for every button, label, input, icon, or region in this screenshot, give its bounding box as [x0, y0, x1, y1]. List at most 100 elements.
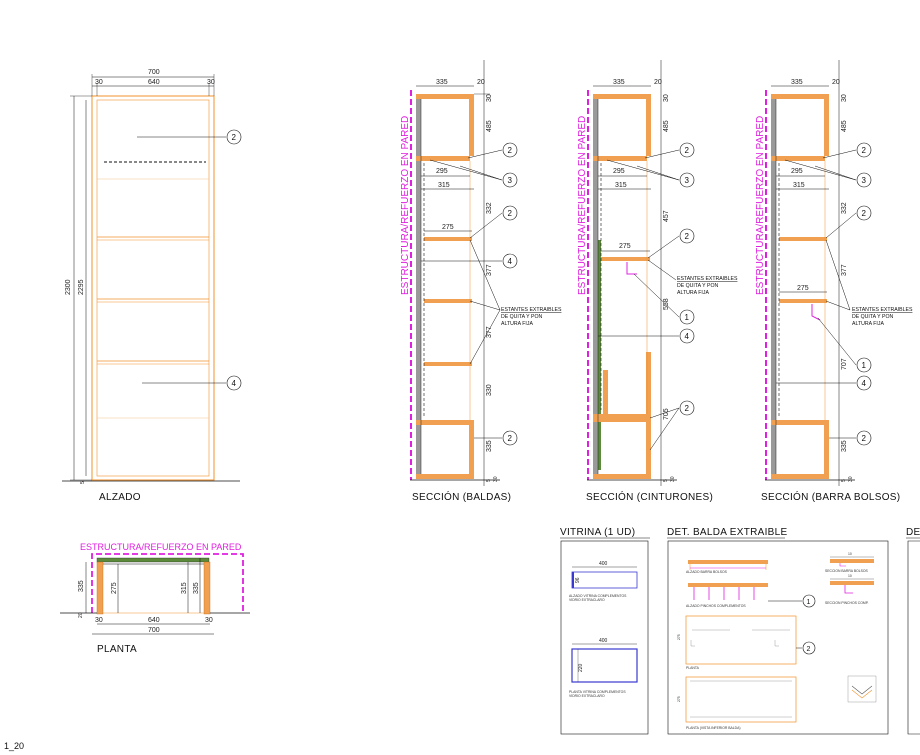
bolsos-title: SECCIÓN (BARRA BOLSOS): [761, 490, 900, 503]
alzado-dim-640: 640: [148, 79, 160, 86]
svg-text:707: 707: [841, 358, 848, 370]
baldas-wall-label: ESTRUCTURA/REFUERZO EN PARED: [400, 116, 411, 295]
svg-text:30: 30: [493, 476, 499, 482]
planta-dim-315: 315: [181, 582, 188, 594]
svg-text:96: 96: [575, 577, 581, 583]
balda-frame: [667, 540, 889, 735]
alzado-dim-30-right: 30: [207, 79, 215, 86]
svg-text:275: 275: [619, 243, 631, 250]
svg-text:335: 335: [791, 79, 803, 86]
baldas-dim-377a: 377: [486, 264, 493, 276]
svg-text:2: 2: [685, 232, 690, 241]
baldas-dim-335: 335: [436, 79, 448, 86]
svg-text:332: 332: [841, 202, 848, 214]
svg-text:275: 275: [797, 285, 809, 292]
vitrina-frame: [560, 540, 649, 735]
alzado-outer: [91, 95, 215, 481]
svg-text:5: 5: [486, 479, 492, 482]
bolsos-wall-label: ESTRUCTURA/REFUERZO EN PARED: [755, 116, 766, 295]
baldas-dim-332: 332: [486, 202, 493, 214]
svg-text:4: 4: [508, 257, 513, 266]
planta-dim-30-left: 30: [95, 617, 103, 624]
baldas-dim-295: 295: [436, 168, 448, 175]
svg-text:220: 220: [578, 663, 584, 672]
svg-text:10: 10: [848, 574, 852, 578]
alzado-dim-30-left: 30: [95, 79, 103, 86]
svg-text:4: 4: [685, 332, 690, 341]
svg-text:30: 30: [670, 476, 676, 482]
planta-dim-335-right: 335: [193, 582, 200, 594]
svg-text:ALTURA FIJA: ALTURA FIJA: [852, 321, 884, 327]
planta-dim-275: 275: [111, 582, 118, 594]
partial-detail-panel: DE: [906, 527, 920, 735]
svg-text:2: 2: [685, 146, 690, 155]
planta-dim-335-left: 335: [78, 580, 85, 592]
svg-text:30: 30: [663, 94, 670, 102]
svg-text:PLANTA (VISTA INFERIOR BALDA): PLANTA (VISTA INFERIOR BALDA): [686, 726, 741, 730]
svg-text:PLANTA VITRINA COMPLEMENTOS: PLANTA VITRINA COMPLEMENTOS: [569, 690, 626, 694]
svg-text:DE QUITA Y PON: DE QUITA Y PON: [677, 283, 718, 289]
svg-text:ALZADO PINCHOS COMPLEMENTOS: ALZADO PINCHOS COMPLEMENTOS: [686, 604, 746, 608]
planta-dim-640: 640: [148, 617, 160, 624]
svg-text:400: 400: [599, 638, 608, 644]
svg-text:2: 2: [862, 434, 867, 443]
seccion-baldas-view: ESTRUCTURA/REFUERZO EN PARED 335 20 30 4…: [400, 60, 562, 503]
svg-text:315: 315: [793, 182, 805, 189]
alzado-title: ALZADO: [99, 492, 141, 503]
svg-text:2: 2: [862, 146, 867, 155]
baldas-dim-485: 485: [486, 120, 493, 132]
svg-text:335: 335: [613, 79, 625, 86]
svg-text:PLANTA: PLANTA: [686, 666, 700, 670]
svg-text:275: 275: [677, 634, 681, 640]
svg-text:30: 30: [848, 476, 854, 482]
svg-text:5: 5: [841, 479, 847, 482]
svg-text:295: 295: [791, 168, 803, 175]
alzado-inner: [96, 99, 210, 477]
svg-text:485: 485: [663, 120, 670, 132]
vitrina-title: VITRINA (1 UD): [560, 527, 635, 538]
planta-title: PLANTA: [97, 644, 137, 655]
baldas-dim-335-bottom: 335: [486, 440, 493, 452]
svg-text:377: 377: [841, 264, 848, 276]
svg-text:VIDRIO EXTRACLARO: VIDRIO EXTRACLARO: [569, 598, 605, 602]
svg-text:DE QUITA Y PON: DE QUITA Y PON: [501, 314, 542, 320]
alzado-balloon-2: [226, 129, 242, 145]
svg-text:SECCION BARRA BOLSOS: SECCION BARRA BOLSOS: [825, 569, 869, 573]
alzado-view: 700 640 30 30 2300 2295 5 2 4 ALZADO: [62, 69, 242, 503]
planta-dim-700: 700: [148, 627, 160, 634]
alzado-dim-5: 5: [80, 481, 86, 484]
svg-text:2: 2: [508, 209, 513, 218]
svg-text:485: 485: [841, 120, 848, 132]
svg-text:2: 2: [685, 404, 690, 413]
svg-text:2: 2: [508, 146, 513, 155]
svg-text:VIDRIO EXTRACLARO: VIDRIO EXTRACLARO: [569, 694, 605, 698]
svg-text:315: 315: [615, 182, 627, 189]
planta-dim-20: 20: [78, 612, 84, 618]
baldas-dim-377b: 377: [486, 326, 493, 338]
svg-text:457: 457: [663, 210, 670, 222]
baldas-dim-30: 30: [486, 94, 493, 102]
svg-text:20: 20: [654, 79, 662, 86]
alzado-dim-700: 700: [148, 69, 160, 76]
svg-text:ALZADO BARRA BOLSOS: ALZADO BARRA BOLSOS: [686, 570, 728, 574]
cinturones-wall-label: ESTRUCTURA/REFUERZO EN PARED: [577, 116, 588, 295]
planta-wall-label: ESTRUCTURA/REFUERZO EN PARED: [80, 542, 242, 552]
alzado-dim-2300: 2300: [65, 279, 72, 295]
svg-text:3: 3: [508, 176, 513, 185]
svg-text:SECCION PINCHOS COMP.: SECCION PINCHOS COMP.: [825, 601, 869, 605]
svg-text:3: 3: [685, 176, 690, 185]
svg-text:3: 3: [862, 176, 867, 185]
svg-text:30: 30: [841, 94, 848, 102]
svg-text:705: 705: [663, 408, 670, 420]
svg-text:295: 295: [613, 168, 625, 175]
svg-text:ESTANTES EXTRAIBLES: ESTANTES EXTRAIBLES: [501, 307, 562, 313]
baldas-dim-330: 330: [486, 384, 493, 396]
svg-text:1: 1: [862, 361, 867, 370]
svg-text:275: 275: [677, 696, 681, 702]
svg-text:20: 20: [832, 79, 840, 86]
planta-dim-30-right: 30: [205, 617, 213, 624]
baldas-title: SECCIÓN (BALDAS): [412, 490, 511, 503]
alzado-balloon-4: [226, 375, 242, 391]
svg-text:1: 1: [685, 313, 690, 322]
